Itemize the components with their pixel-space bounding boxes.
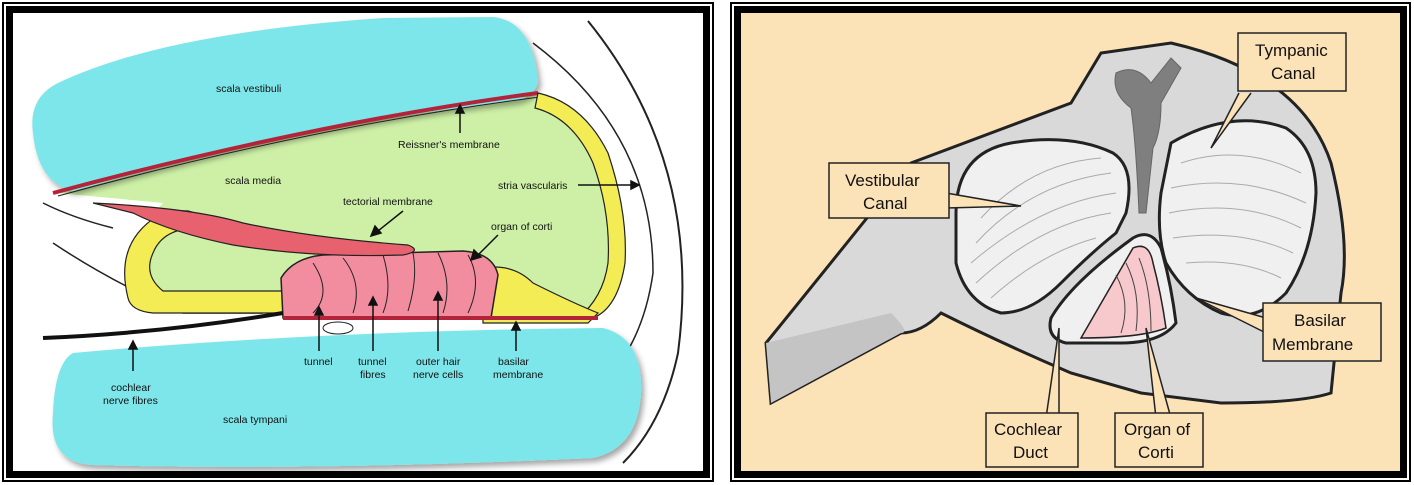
label-tunnel-fibres-line2: fibres	[360, 369, 386, 381]
left-diagram-panel: scala vestibuli Reissner's membrane scal…	[2, 2, 714, 482]
right-diagram-panel: Tympanic Canal Vestibular Canal Basilar …	[730, 2, 1411, 482]
callout-box-basilar-membrane	[1262, 302, 1382, 362]
label-outer-hair-line1: outer hair	[416, 356, 461, 368]
cochlear-nerve-fibres	[42, 311, 284, 340]
cochlea-3d-diagram: Tympanic Canal Vestibular Canal Basilar …	[764, 32, 1382, 468]
callout-box-vestibular-canal	[828, 162, 950, 219]
label-basilar-line2: Membrane	[1272, 335, 1353, 354]
spiral-ligament-stalk	[1114, 57, 1182, 214]
label-scala-tympani: scala tympani	[223, 414, 287, 426]
hair-cells	[312, 252, 476, 314]
scala-vestibuli-region	[32, 17, 539, 191]
organ-of-corti	[1079, 245, 1167, 339]
label-scala-vestibuli: scala vestibuli	[216, 83, 281, 95]
reissners-membrane	[52, 91, 539, 195]
callout-box-organ-of-corti	[1114, 412, 1204, 468]
label-organ-of-corti: organ of corti	[491, 221, 552, 233]
label-tunnel-fibres-line1: tunnel	[358, 356, 387, 368]
organ-of-corti-region	[280, 250, 499, 319]
label-cochlear-duct-line1: Cochlear	[994, 420, 1062, 439]
callout-box-tympanic-canal	[1237, 32, 1347, 92]
label-cochlear-duct-line2: Duct	[1013, 443, 1048, 462]
label-vestibular-line2: Canal	[863, 194, 907, 213]
label-cochlear-nerve-line1: cochlear	[111, 382, 151, 394]
scala-tympani-region	[52, 328, 642, 467]
label-basilar-line2: membrane	[493, 369, 543, 381]
label-tectorial-membrane: tectorial membrane	[343, 196, 433, 208]
label-tympanic-line2: Canal	[1271, 64, 1315, 83]
label-outer-hair-line2: nerve cells	[413, 369, 463, 381]
vestibular-canal	[954, 138, 1131, 315]
limbus-outline	[42, 202, 114, 229]
label-tunnel: tunnel	[304, 356, 333, 368]
label-reissners-membrane: Reissner's membrane	[398, 139, 500, 151]
label-basilar-line1: basilar	[498, 356, 529, 368]
label-stria-vascularis: stria vascularis	[498, 180, 567, 192]
label-scala-media: scala media	[225, 175, 281, 187]
label-tympanic-line1: Tympanic	[1255, 41, 1328, 60]
label-organ-corti-line2: Corti	[1138, 443, 1174, 462]
cochlea-cross-section-diagram: scala vestibuli Reissner's membrane scal…	[32, 17, 684, 467]
label-cochlear-nerve-line2: nerve fibres	[103, 395, 158, 407]
outer-supporting-cells	[482, 266, 600, 324]
callout-box-cochlear-duct	[985, 412, 1079, 468]
label-basilar-line1: Basilar	[1294, 311, 1346, 330]
tectorial-membrane	[92, 202, 415, 257]
label-vestibular-line1: Vestibular	[845, 171, 920, 190]
bone-outline	[587, 20, 684, 464]
label-organ-corti-line1: Organ of	[1124, 420, 1190, 439]
